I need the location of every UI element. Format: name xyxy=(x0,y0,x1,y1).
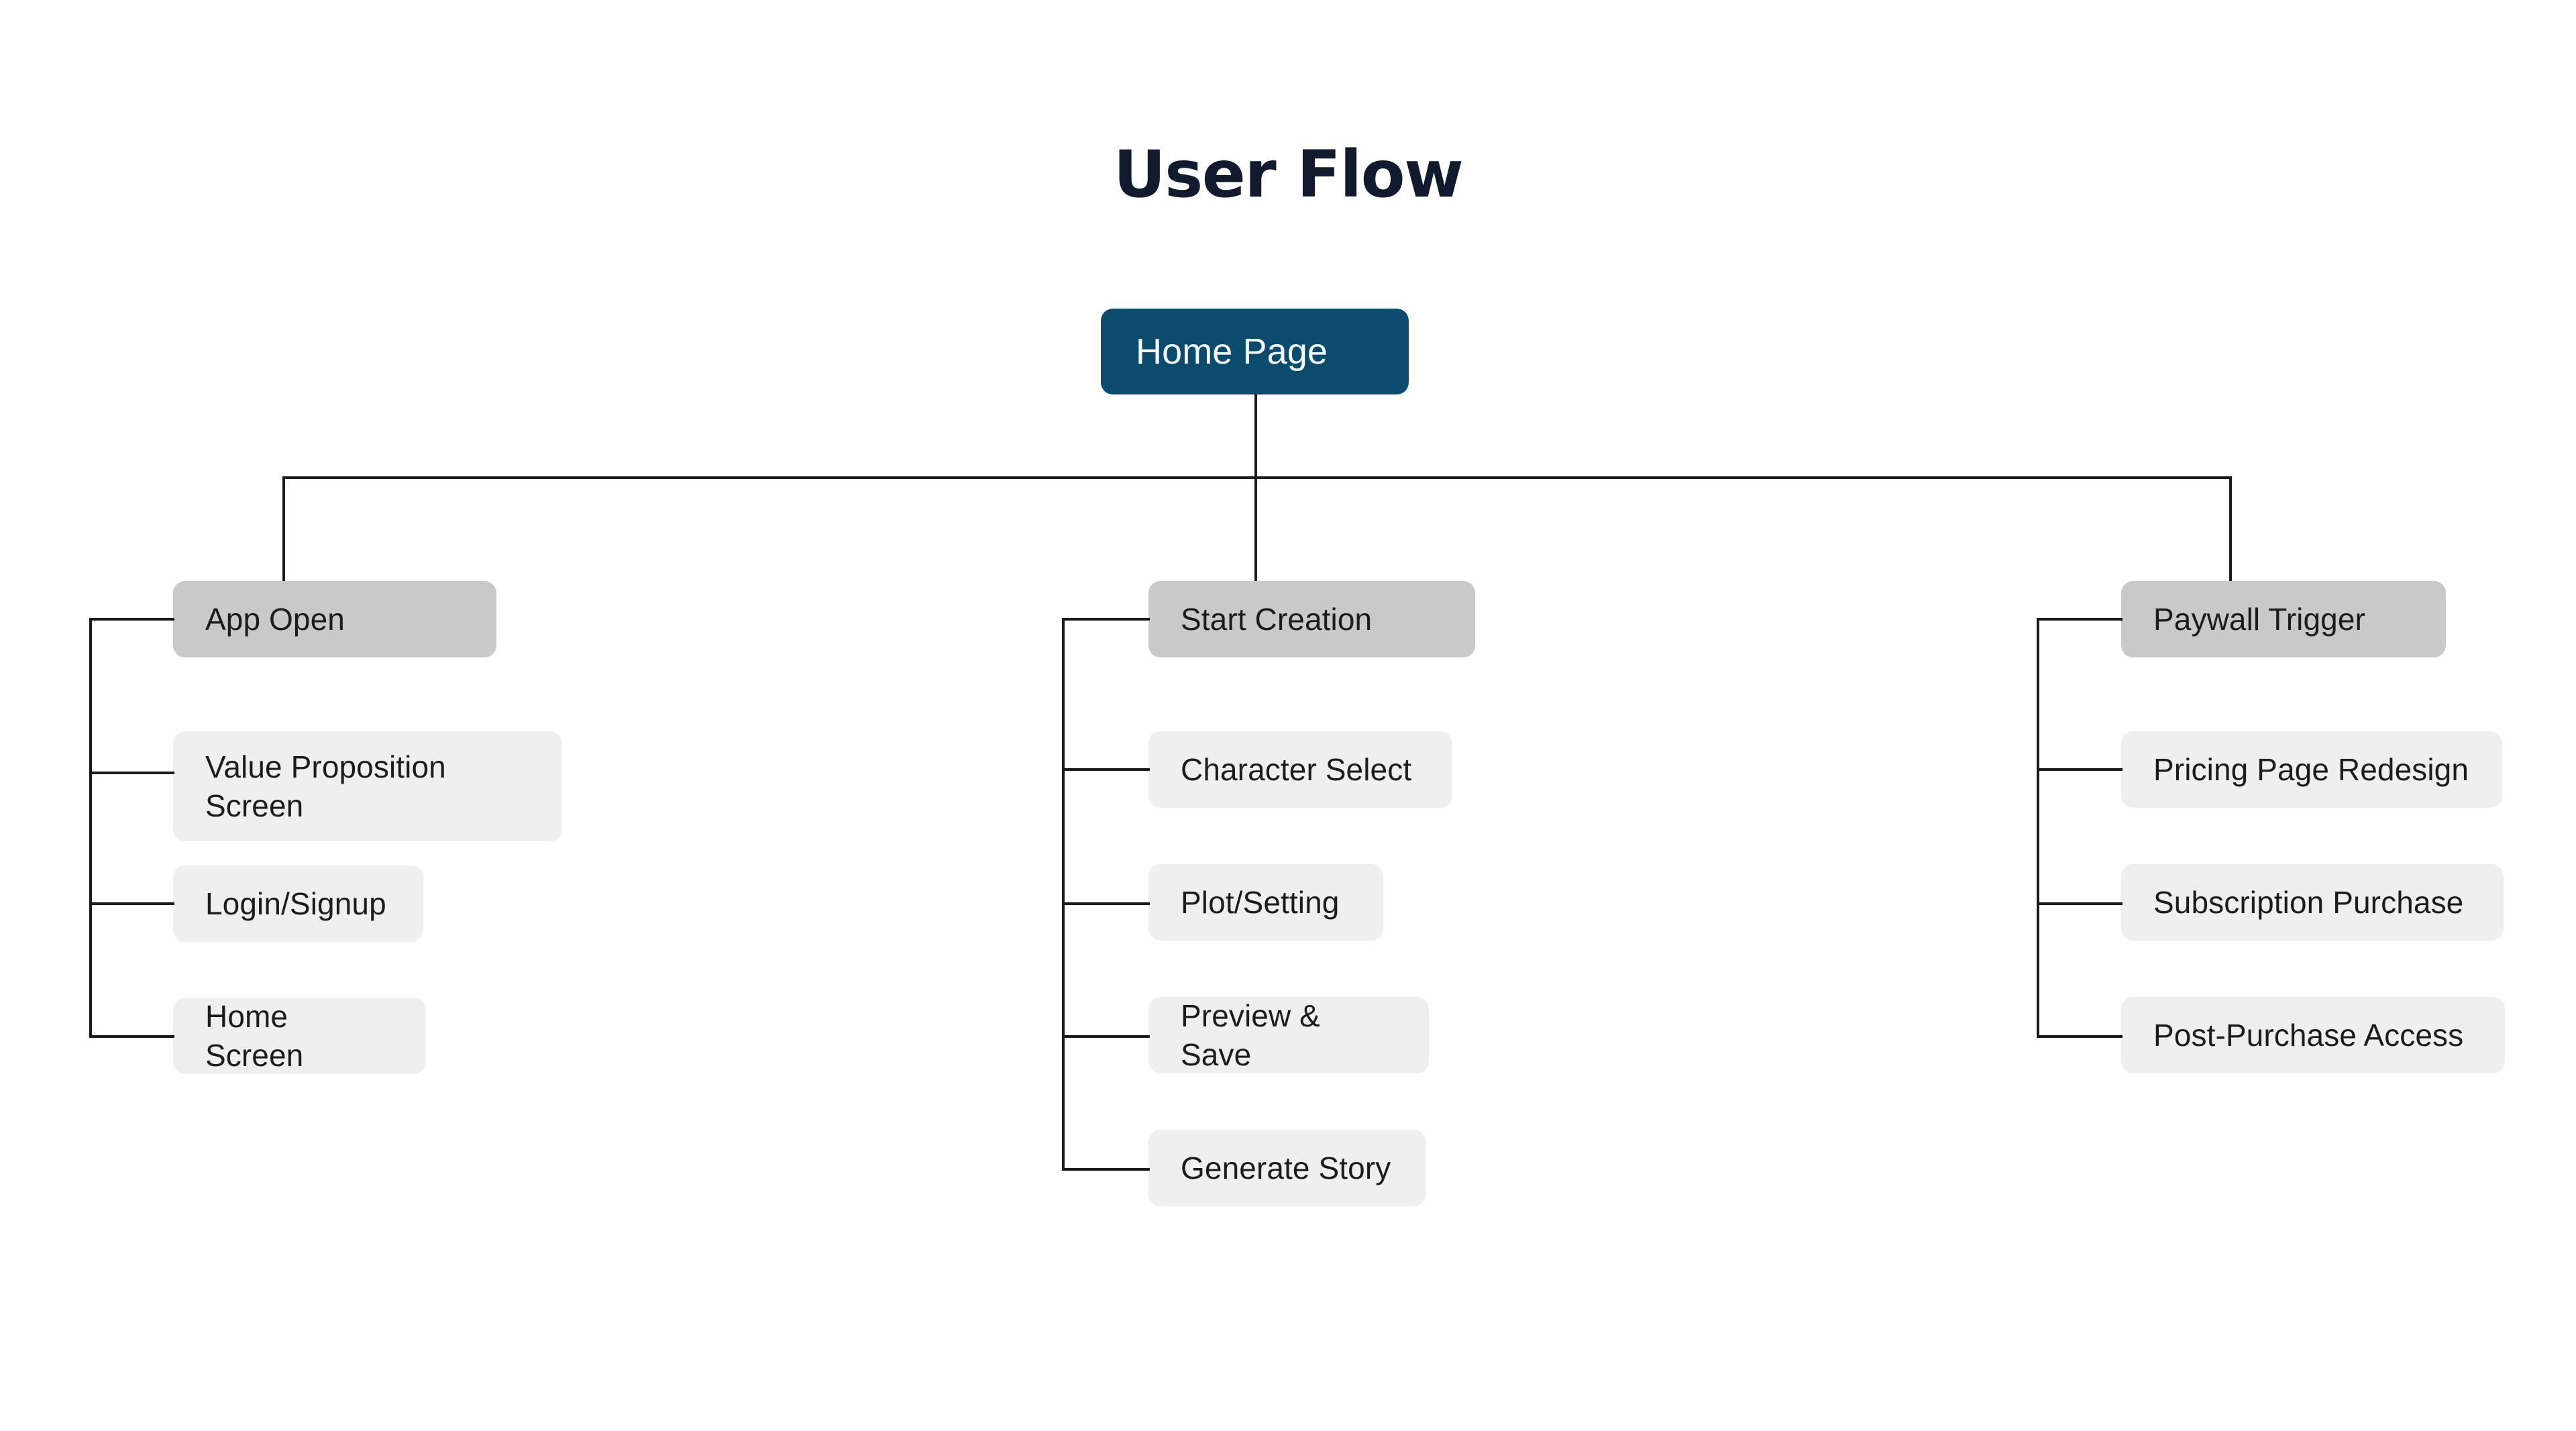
node-home-page-label: Home Page xyxy=(1136,331,1328,372)
node-paywall-trigger[interactable]: Paywall Trigger xyxy=(2121,581,2446,657)
connector-stub-start-creation xyxy=(1062,618,1150,621)
node-subscription-purchase-label: Subscription Purchase xyxy=(2153,885,2464,920)
node-app-open-label: App Open xyxy=(205,602,345,637)
connector-trunk-paywall-trigger xyxy=(2037,618,2039,1037)
node-login-signup[interactable]: Login/Signup xyxy=(173,865,423,942)
connector-bus-drop-start-creation xyxy=(1254,476,1257,581)
node-subscription-purchase[interactable]: Subscription Purchase xyxy=(2121,864,2504,941)
node-post-purchase-access[interactable]: Post-Purchase Access xyxy=(2121,997,2505,1073)
page-title: User Flow xyxy=(1113,137,1464,212)
node-home-screen-label: Home Screen xyxy=(205,999,304,1073)
connector-stub-app-open xyxy=(89,618,174,621)
node-app-open[interactable]: App Open xyxy=(173,581,496,657)
node-generate-story[interactable]: Generate Story xyxy=(1148,1130,1426,1206)
connector-stub-post-purchase-access xyxy=(2037,1035,2123,1038)
node-preview-and-save[interactable]: Preview & Save xyxy=(1148,997,1429,1073)
node-paywall-trigger-label: Paywall Trigger xyxy=(2153,602,2365,637)
node-value-proposition-screen[interactable]: Value Proposition Screen xyxy=(173,731,562,841)
node-character-select-label: Character Select xyxy=(1181,752,1412,787)
node-pricing-page-redesign-label: Pricing Page Redesign xyxy=(2153,752,2469,787)
connector-root-stem xyxy=(1254,394,1257,479)
node-home-screen[interactable]: Home Screen xyxy=(173,998,426,1074)
node-start-creation[interactable]: Start Creation xyxy=(1148,581,1475,657)
connector-stub-character-select xyxy=(1062,768,1150,771)
node-start-creation-label: Start Creation xyxy=(1181,602,1373,637)
connector-bus-drop-app-open xyxy=(282,476,285,581)
connector-stub-pricing-page-redesign xyxy=(2037,768,2123,771)
connector-stub-plot-setting xyxy=(1062,902,1150,905)
node-login-signup-label: Login/Signup xyxy=(205,886,386,921)
node-plot-setting[interactable]: Plot/Setting xyxy=(1148,864,1383,941)
node-plot-setting-label: Plot/Setting xyxy=(1181,885,1340,920)
connector-trunk-app-open xyxy=(89,618,92,1037)
connector-stub-login-signup xyxy=(89,902,174,905)
connector-trunk-start-creation xyxy=(1062,618,1065,1169)
node-pricing-page-redesign[interactable]: Pricing Page Redesign xyxy=(2121,731,2502,808)
connector-main-bus xyxy=(282,476,2232,479)
node-generate-story-label: Generate Story xyxy=(1181,1151,1391,1185)
connector-stub-preview-and-save xyxy=(1062,1035,1150,1038)
connector-bus-drop-paywall-trigger xyxy=(2229,476,2232,581)
node-post-purchase-access-label: Post-Purchase Access xyxy=(2153,1018,2464,1053)
connector-stub-paywall-trigger xyxy=(2037,618,2123,621)
node-preview-and-save-label: Preview & Save xyxy=(1181,998,1320,1072)
connector-stub-generate-story xyxy=(1062,1168,1150,1171)
connector-stub-subscription-purchase xyxy=(2037,902,2123,905)
node-character-select[interactable]: Character Select xyxy=(1148,731,1452,808)
connector-stub-home-screen xyxy=(89,1035,174,1038)
connector-stub-value-proposition-screen xyxy=(89,772,174,774)
node-home-page[interactable]: Home Page xyxy=(1101,309,1409,394)
node-value-proposition-screen-label: Value Proposition Screen xyxy=(205,749,446,823)
